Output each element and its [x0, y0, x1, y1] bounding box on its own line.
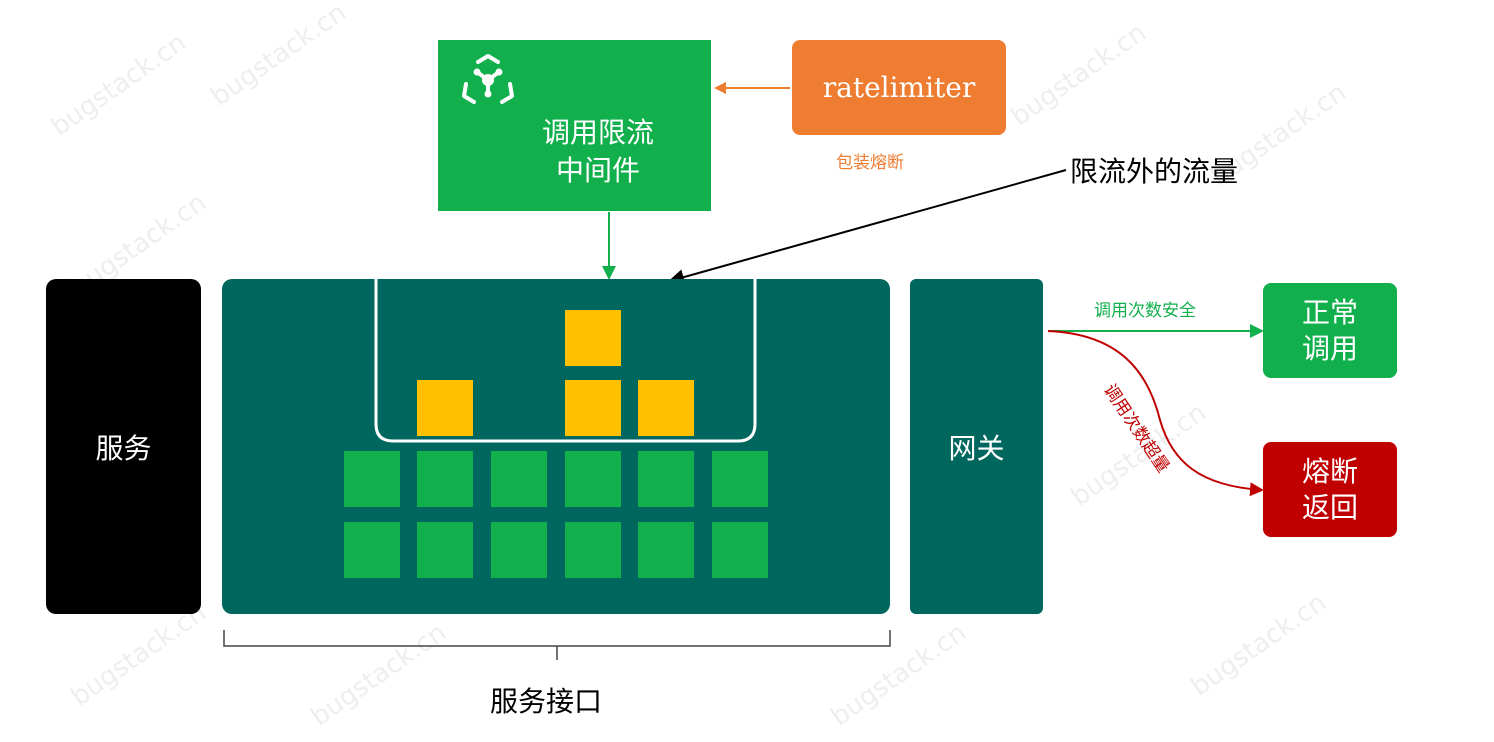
normal-call-label: 正常调用 [1301, 295, 1358, 365]
normal-traffic-cell [417, 522, 473, 578]
overflow-traffic-cell [565, 310, 621, 366]
service-interface-node [222, 279, 890, 614]
ratelimiter-node: ratelimiter [792, 40, 1006, 135]
interface-brace [223, 630, 891, 660]
normal-traffic-cell [491, 451, 547, 507]
middleware-label: 调用限流中间件 [541, 116, 654, 187]
overflow-traffic-cell [565, 380, 621, 436]
overflow-traffic-cell [417, 380, 473, 436]
overflow-traffic-label: 限流外的流量 [1070, 155, 1239, 188]
overflow-traffic-cell [638, 380, 694, 436]
normal-traffic-cell [638, 522, 694, 578]
normal-traffic-cell [344, 451, 400, 507]
service-label: 服务 [95, 431, 152, 465]
wrap-breaker-label: 包装熔断 [836, 153, 904, 173]
exceed-call-arrow [1047, 330, 1264, 497]
service-interface-label: 服务接口 [490, 685, 603, 718]
normal-traffic-cell [565, 522, 621, 578]
normal-traffic-cell [712, 451, 768, 507]
circuit-return-node: 熔断返回 [1263, 442, 1397, 537]
circuit-return-label: 熔断返回 [1301, 454, 1358, 524]
normal-traffic-cell [712, 522, 768, 578]
service-node: 服务 [46, 279, 201, 614]
normal-traffic-cell [344, 522, 400, 578]
normal-traffic-cell [417, 451, 473, 507]
limit-bucket [374, 279, 757, 443]
normal-call-node: 正常调用 [1263, 283, 1397, 378]
normal-traffic-cell [565, 451, 621, 507]
gateway-label: 网关 [948, 431, 1005, 465]
middleware-logo-icon [462, 54, 514, 104]
gateway-node: 网关 [910, 279, 1043, 614]
normal-traffic-cell [491, 522, 547, 578]
middleware-node: 调用限流中间件 [438, 40, 711, 211]
call-safe-label: 调用次数安全 [1094, 301, 1196, 321]
ratelimiter-label: ratelimiter [822, 71, 976, 104]
normal-traffic-cell [638, 451, 694, 507]
overflow-pointer-arrow [668, 169, 1067, 285]
